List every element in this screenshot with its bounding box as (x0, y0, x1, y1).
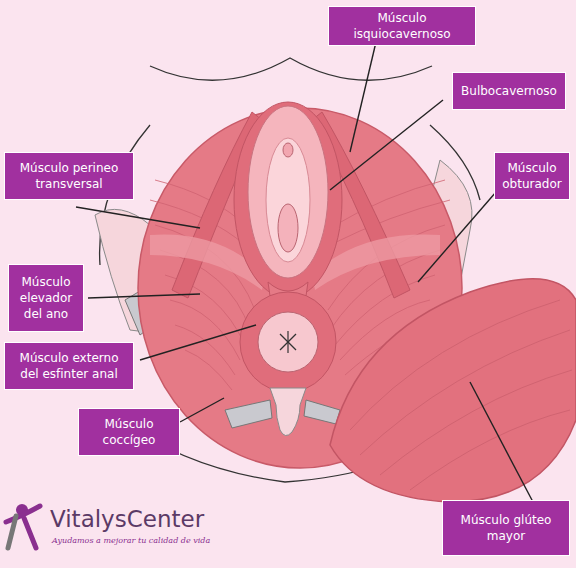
logo-icon (6, 504, 40, 548)
callout-box: Músculo perineo transversal (4, 152, 134, 200)
clitoris (283, 143, 293, 157)
muscle-fibers (350, 300, 572, 490)
callout-text: Músculo isquiocavernoso (335, 10, 469, 42)
labia (266, 138, 310, 262)
gluteus-maximus (330, 279, 576, 502)
body-outline (150, 58, 432, 80)
callout-box: Músculo glúteo mayor (442, 500, 570, 556)
callout-box: Músculo coccígeo (78, 408, 180, 456)
brand-name: VitalysCenter (50, 506, 204, 532)
brand-tagline: Ayudamos a mejorar tu calidad de vida (52, 536, 210, 545)
callout-box: Músculo elevador del ano (8, 264, 84, 332)
anus (258, 312, 318, 372)
anus-mark (280, 331, 296, 353)
vulva (248, 106, 328, 278)
callout-box: Músculo externo del esfinter anal (4, 342, 134, 390)
callout-text: Bulbocavernoso (461, 83, 557, 99)
ligament (225, 400, 272, 428)
callout-text: Músculo glúteo mayor (449, 512, 563, 544)
callout-text: Músculo perineo transversal (11, 160, 127, 192)
coccyx (270, 388, 306, 436)
callout-box: Músculo obturador (494, 152, 570, 200)
vaginal-opening (278, 204, 298, 252)
callout-box: Músculo isquiocavernoso (328, 6, 476, 46)
leader-lines (76, 42, 533, 502)
callout-box: Bulbocavernoso (452, 72, 566, 110)
anal-sphincter (240, 292, 336, 392)
callout-text: Músculo externo del esfinter anal (11, 350, 127, 382)
ligament (304, 400, 340, 424)
bulbocavernosus (234, 102, 342, 298)
callout-text: Músculo coccígeo (85, 416, 173, 448)
callout-text: Músculo elevador del ano (15, 274, 77, 323)
callout-text: Músculo obturador (501, 160, 563, 192)
